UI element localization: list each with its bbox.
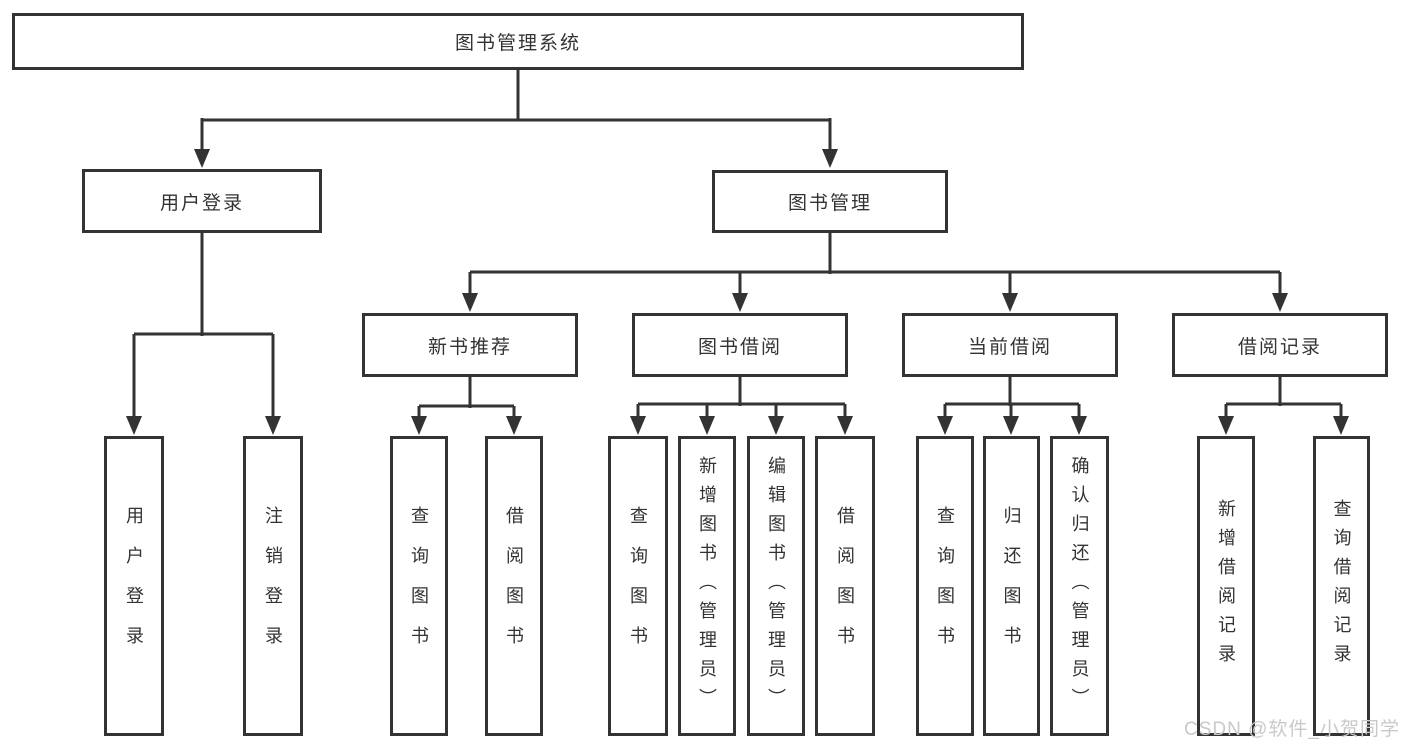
node-label: 新书推荐 xyxy=(427,336,512,358)
node-book-management: 图书管理 xyxy=(712,170,948,233)
leaf-edit-book-admin: 编辑图书（管理员） xyxy=(747,436,805,736)
node-label: 当前借阅 xyxy=(967,336,1052,358)
leaf-label: 新增借阅记录 xyxy=(1216,499,1236,673)
node-book-borrowing: 图书借阅 xyxy=(632,313,848,377)
leaf-query-borrow-record: 查询借阅记录 xyxy=(1313,436,1370,736)
leaf-confirm-return-admin: 确认归还（管理员） xyxy=(1050,436,1109,736)
node-new-book-recommendation: 新书推荐 xyxy=(362,313,578,377)
leaf-add-borrow-record: 新增借阅记录 xyxy=(1197,436,1255,736)
leaf-query-book-current: 查询图书 xyxy=(916,436,974,736)
csdn-watermark: CSDN @软件_小贺同学 xyxy=(1184,719,1400,740)
leaf-label: 用户登录 xyxy=(124,506,144,666)
node-label: 借阅记录 xyxy=(1237,336,1322,358)
leaf-label: 借阅图书 xyxy=(835,506,855,666)
leaf-label: 新增图书（管理员） xyxy=(697,455,717,717)
leaf-borrow-book-recommend: 借阅图书 xyxy=(485,436,543,736)
leaf-borrow-book: 借阅图书 xyxy=(815,436,875,736)
leaf-label: 确认归还（管理员） xyxy=(1069,455,1090,717)
node-library-management-system: 图书管理系统 xyxy=(12,13,1024,70)
node-current-borrowing: 当前借阅 xyxy=(902,313,1118,377)
node-label: 图书管理系统 xyxy=(454,33,581,54)
leaf-label: 查询图书 xyxy=(628,506,648,666)
leaf-label: 查询图书 xyxy=(409,506,429,666)
node-label: 用户登录 xyxy=(159,192,244,214)
node-label: 图书借阅 xyxy=(697,336,782,358)
leaf-label: 编辑图书（管理员） xyxy=(766,455,786,717)
leaf-add-book-admin: 新增图书（管理员） xyxy=(678,436,736,736)
leaf-query-book-recommend: 查询图书 xyxy=(390,436,448,736)
node-label: 图书管理 xyxy=(787,193,872,214)
leaf-label: 借阅图书 xyxy=(504,506,524,666)
node-user-login: 用户登录 xyxy=(82,169,322,233)
leaf-logout: 注销登录 xyxy=(243,436,303,736)
leaf-user-login: 用户登录 xyxy=(104,436,164,736)
node-borrowing-records: 借阅记录 xyxy=(1172,313,1388,377)
leaf-label: 归还图书 xyxy=(1001,506,1022,666)
leaf-query-book-borrow: 查询图书 xyxy=(608,436,668,736)
leaf-label: 注销登录 xyxy=(263,506,283,666)
leaf-return-book: 归还图书 xyxy=(983,436,1040,736)
leaf-label: 查询借阅记录 xyxy=(1331,499,1352,673)
leaf-label: 查询图书 xyxy=(935,506,955,666)
